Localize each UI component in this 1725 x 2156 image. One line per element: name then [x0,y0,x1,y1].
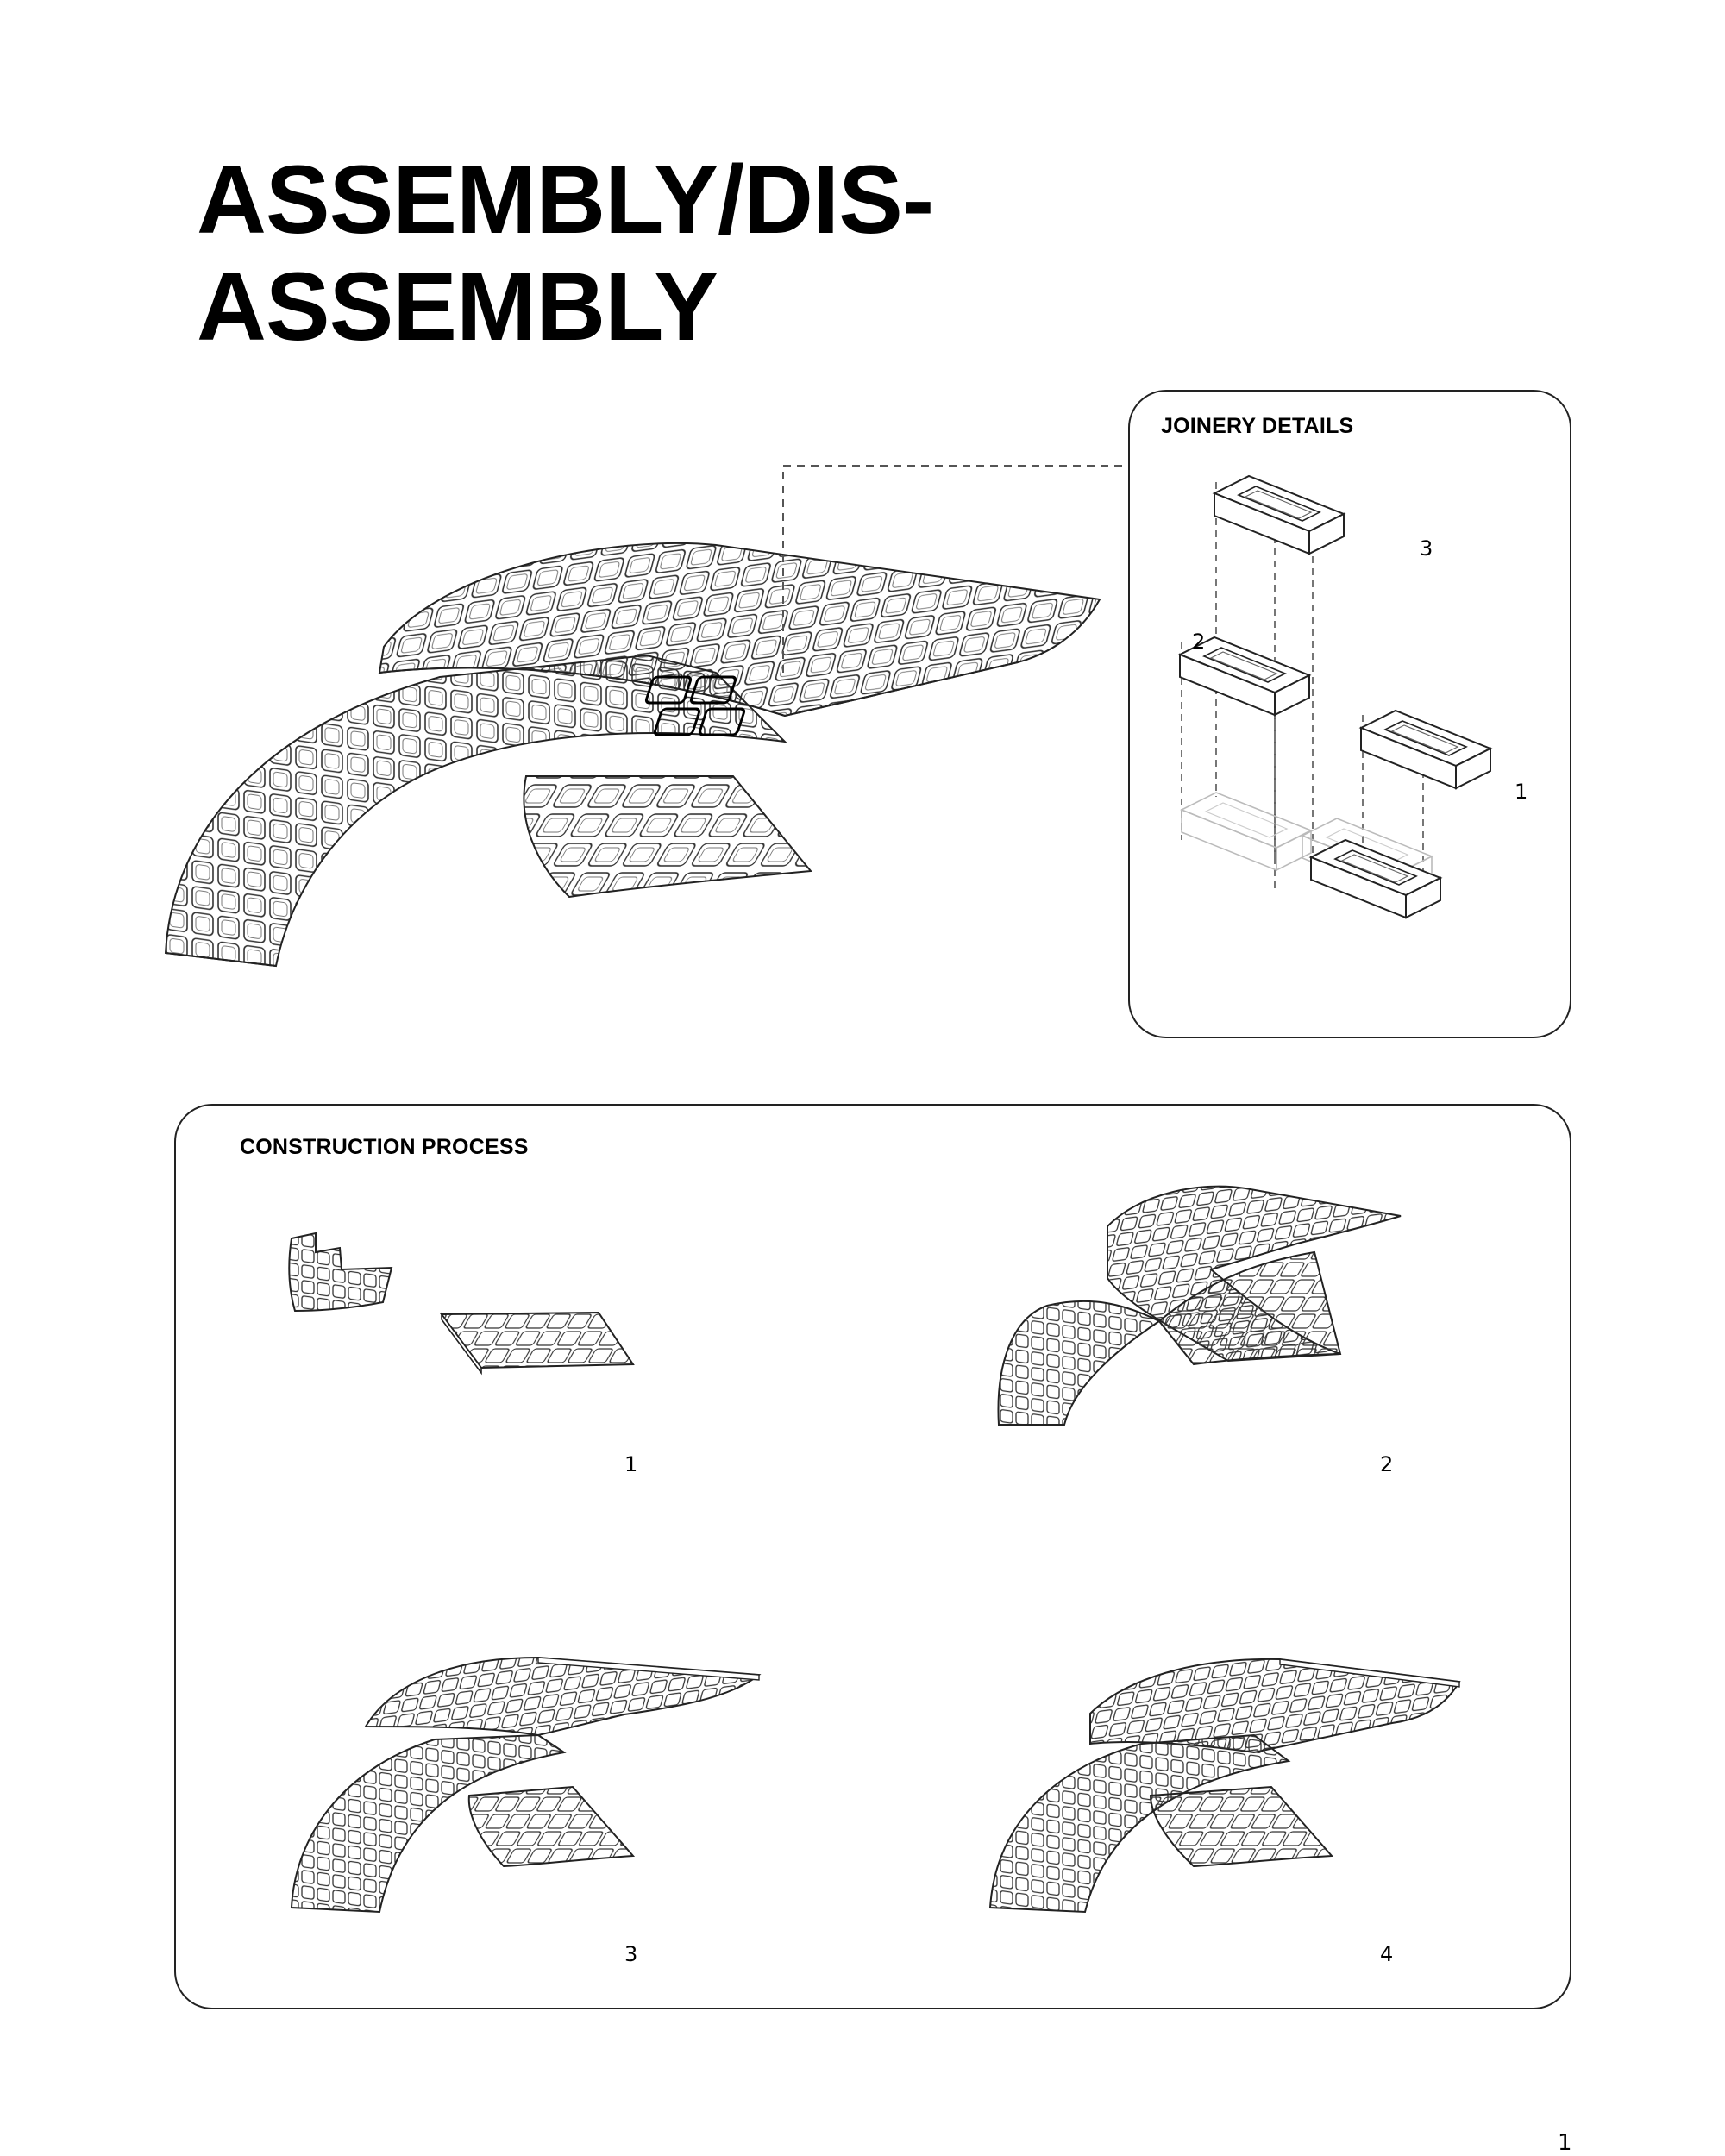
page-number: 1 [1558,2130,1572,2156]
page-title: ASSEMBLY/DIS- ASSEMBLY [197,146,934,360]
joinery-piece-3 [1214,475,1345,555]
title-line-1: ASSEMBLY/DIS- [197,146,934,254]
construction-step-1-drawing [288,1232,635,1376]
highlighted-joint [644,675,746,736]
construction-process-panel: CONSTRUCTION PROCESS [174,1104,1571,2009]
joinery-number-3: 3 [1420,536,1433,561]
joinery-number-1: 1 [1515,780,1528,804]
construction-step-4-number: 4 [1380,1942,1394,1966]
construction-process-label: CONSTRUCTION PROCESS [240,1135,529,1159]
construction-step-2-number: 2 [1380,1452,1394,1476]
joinery-exploded-drawing [1179,475,1491,918]
joinery-piece-1 [1360,710,1491,789]
construction-step-3-number: 3 [624,1942,638,1966]
detail-leader-line [782,465,1130,673]
main-shell-drawing [164,542,1101,968]
shell-flap-right [523,775,812,899]
construction-drawings [288,1185,1461,1914]
construction-step-1-number: 1 [624,1452,638,1476]
joinery-details-panel: JOINERY DETAILS [1128,390,1571,1038]
construction-step-3-drawing [290,1656,762,1914]
title-line-2: ASSEMBLY [197,253,718,360]
shell-arch-left [164,654,787,968]
joinery-details-label: JOINERY DETAILS [1161,414,1354,438]
construction-step-4-drawing [988,1658,1461,1914]
construction-step-2-drawing [997,1185,1402,1426]
joinery-number-2: 2 [1192,630,1206,654]
